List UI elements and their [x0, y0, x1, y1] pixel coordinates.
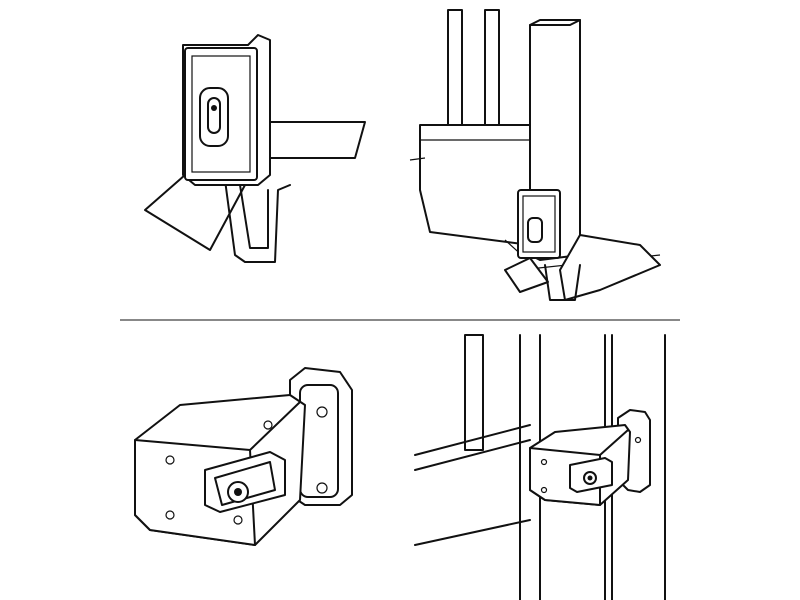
panel-lock-on-gate — [409, 9, 661, 301]
panel-lock-on-bracket — [144, 34, 366, 263]
panel-rim-lock-closeup — [134, 367, 353, 546]
panel-rim-lock-on-gate — [414, 334, 666, 600]
